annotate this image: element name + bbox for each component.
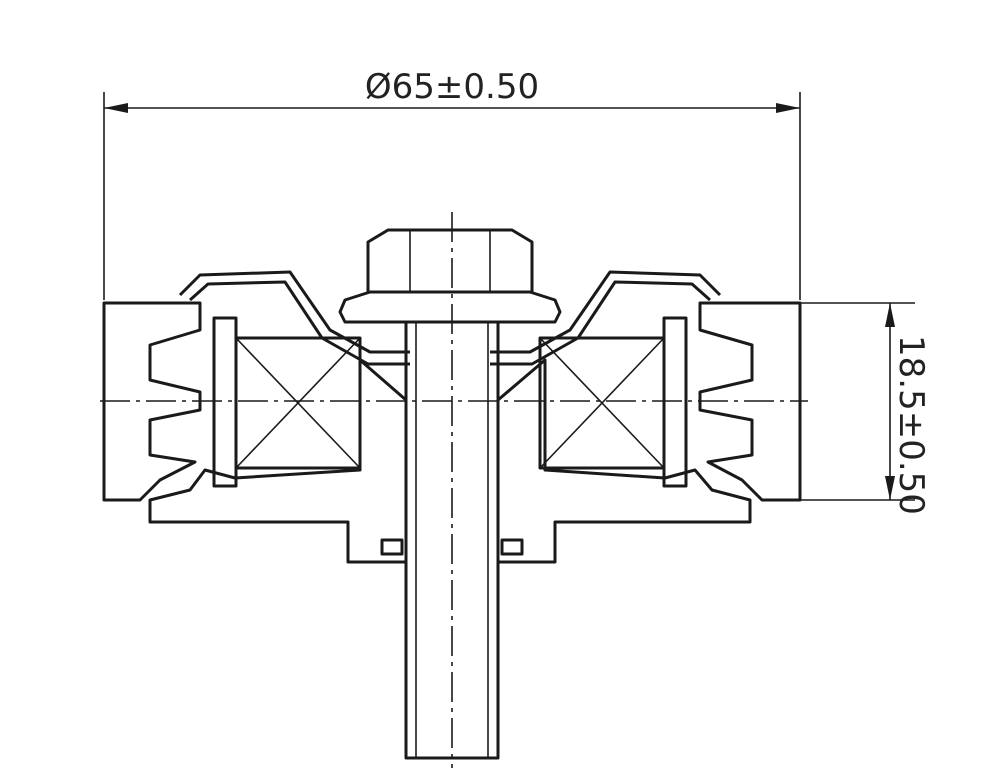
- retaining-clips: [380, 538, 524, 556]
- center-lines: [100, 212, 808, 768]
- width-dimension: 18.5±0.50: [800, 302, 931, 515]
- bolt: [338, 228, 562, 760]
- bearing-left: [212, 316, 362, 488]
- diameter-dimension: Ø65±0.50: [103, 67, 801, 300]
- diameter-dimension-label: Ø65±0.50: [365, 67, 539, 107]
- pulley-ring: [102, 301, 802, 502]
- dust-cover: [178, 270, 722, 366]
- bearing-right: [538, 316, 688, 488]
- hub-body: [148, 358, 752, 564]
- width-dimension-label: 18.5±0.50: [891, 335, 931, 515]
